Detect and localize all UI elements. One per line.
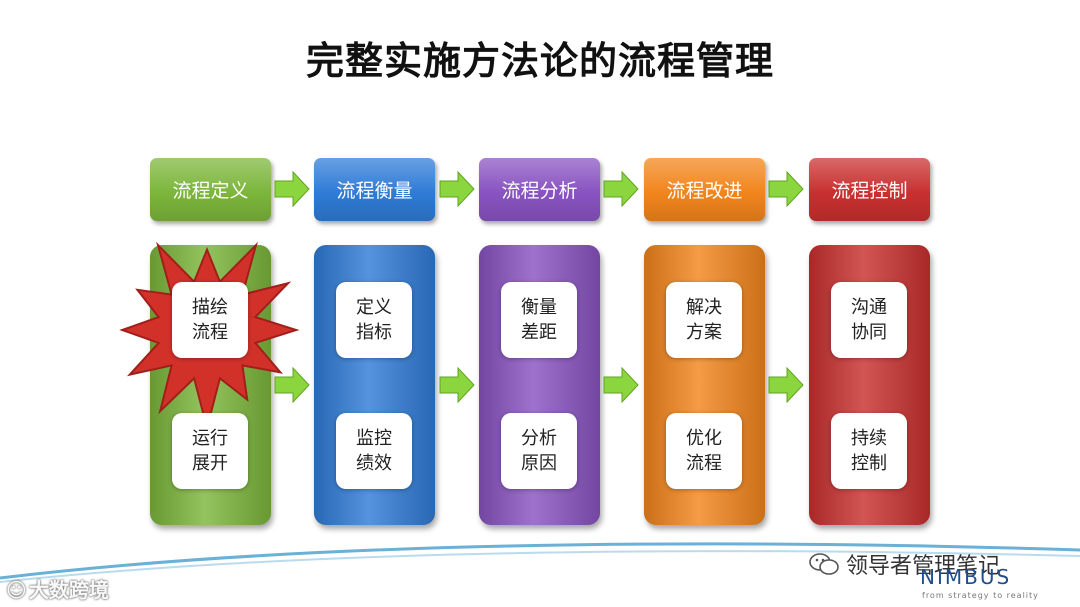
card-solution: 解决 方案: [666, 282, 742, 358]
card-monitor-performance: 监控 绩效: [336, 413, 412, 489]
stage-header-define: 流程定义: [150, 158, 271, 221]
watermark-left: ☺ 大数跨境: [6, 574, 109, 603]
arrow-right-icon: [768, 366, 804, 404]
arrow-right-icon: [768, 170, 804, 208]
arrow-right-icon: [603, 366, 639, 404]
watermark-right: 领导者管理笔记: [808, 548, 1058, 580]
brand-logo: NIMBUS: [920, 565, 1012, 589]
arrow-right-icon: [274, 366, 310, 404]
card-define-metrics: 定义 指标: [336, 282, 412, 358]
stage-header-control: 流程控制: [809, 158, 930, 221]
wechat-icon: [809, 553, 839, 575]
stage-header-analyze: 流程分析: [479, 158, 600, 221]
watermark-right-text: 领导者管理笔记: [846, 554, 1001, 579]
brand-tagline: from strategy to reality: [922, 591, 1039, 600]
stage-header-measure: 流程衡量: [314, 158, 435, 221]
decorative-swoosh: [0, 542, 1080, 583]
arrow-right-icon: [439, 170, 475, 208]
card-continuous-control: 持续 控制: [831, 413, 907, 489]
card-communicate: 沟通 协同: [831, 282, 907, 358]
card-measure-gap: 衡量 差距: [501, 282, 577, 358]
weibo-icon: ☺: [6, 578, 29, 602]
card-optimize-process: 优化 流程: [666, 413, 742, 489]
arrow-right-icon: [274, 170, 310, 208]
arrow-right-icon: [603, 170, 639, 208]
arrow-right-icon: [439, 366, 475, 404]
stage-header-improve: 流程改进: [644, 158, 765, 221]
slide-title: 完整实施方法论的流程管理: [305, 39, 774, 83]
card-describe-process: 描绘 流程: [172, 282, 248, 358]
card-analyze-cause: 分析 原因: [501, 413, 577, 489]
card-run-deploy: 运行 展开: [172, 413, 248, 489]
watermark-left-text: 大数跨境: [28, 578, 109, 602]
